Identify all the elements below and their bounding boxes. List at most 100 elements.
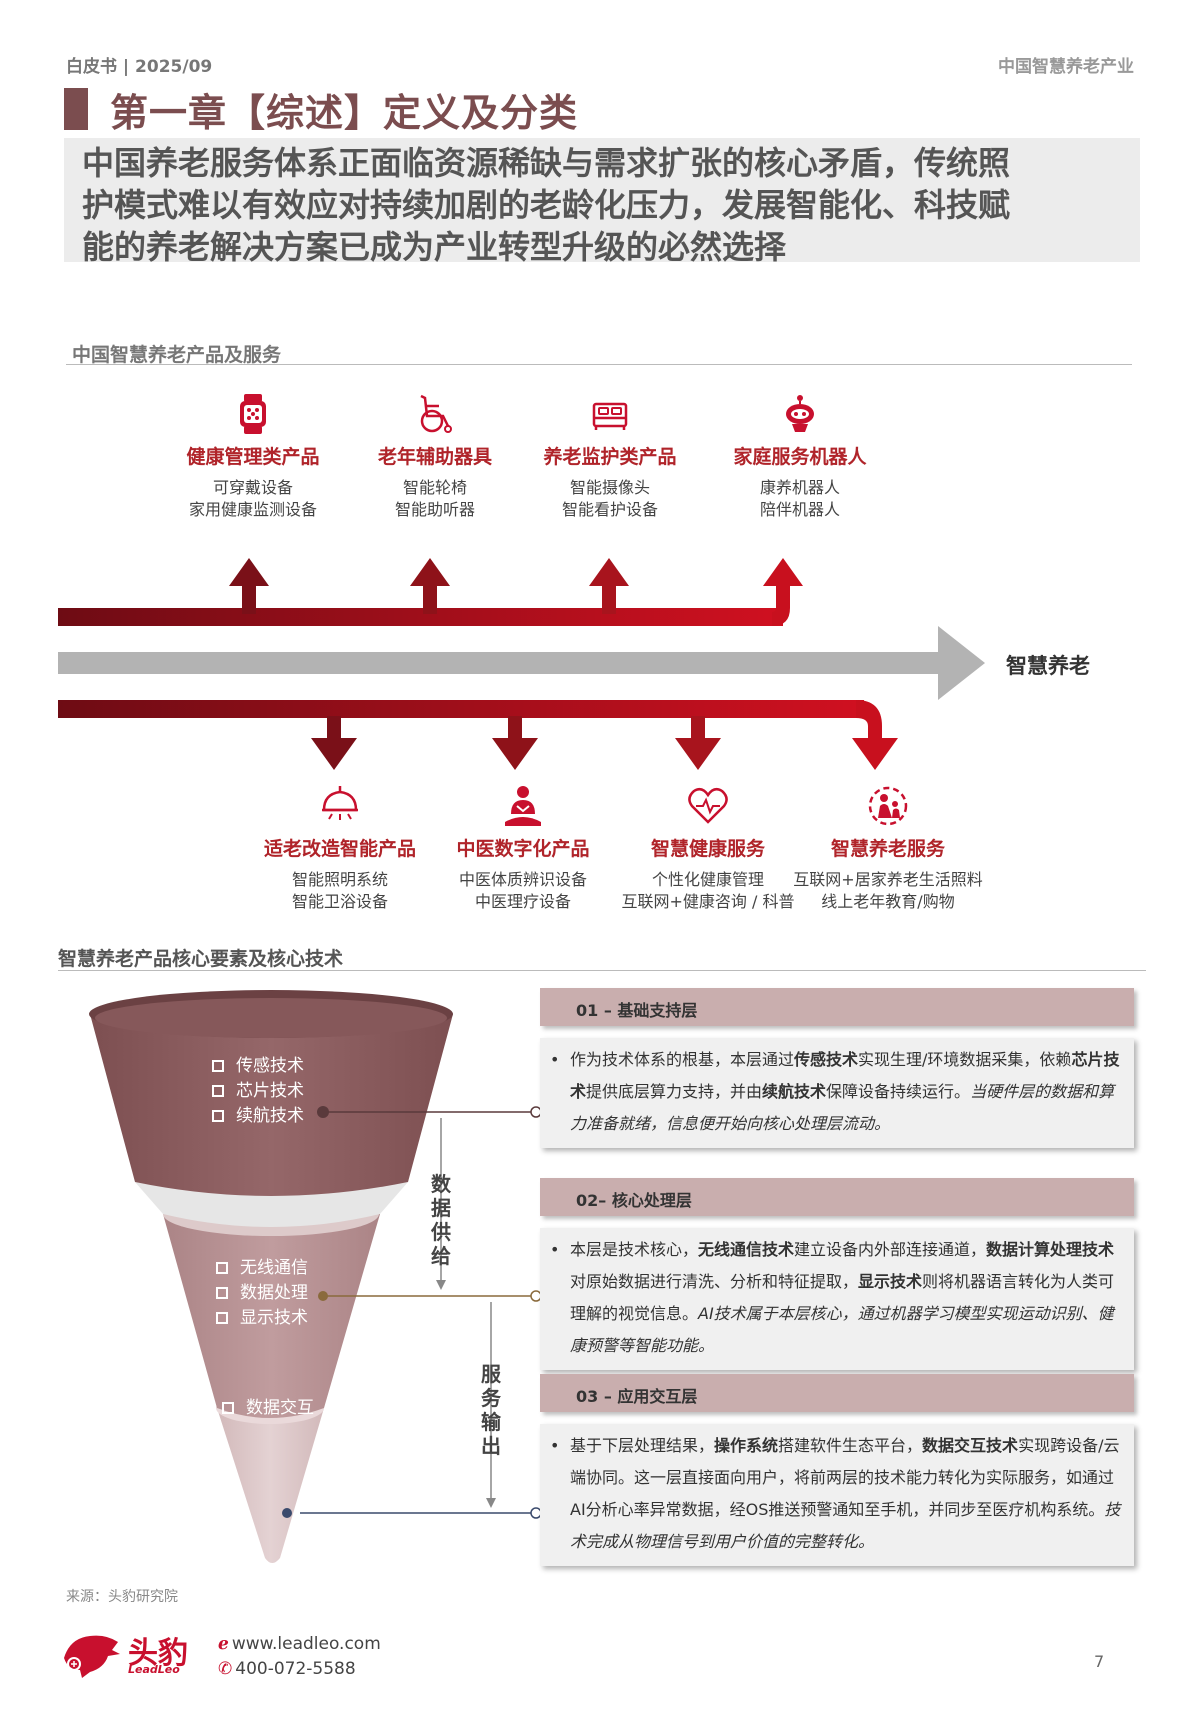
product-item: 智能摄像头 [569, 478, 650, 497]
elderly-care-icon [868, 786, 908, 826]
text-run: 续航技术 [762, 1082, 827, 1101]
funnel-item: 数据交互 [222, 1396, 314, 1421]
checkbox-square-icon [212, 1110, 224, 1122]
layer-body-interaction: • 基于下层处理结果，操作系统搭建软件生态平台，数据交互技术实现跨设备/云端协同。… [540, 1424, 1134, 1566]
text-run: 无线通信技术 [698, 1240, 795, 1259]
header-industry: 中国智慧养老产业 [998, 57, 1134, 77]
text-run: 当硬件层的数据和算力准备就绪，信息便开始向核心处理层流动。 [570, 1082, 1115, 1133]
layer-description: 本层是技术核心，无线通信技术建立设备内外部连接通道，数据计算处理技术对原始数据进… [570, 1234, 1122, 1362]
product-group-robots: 家庭服务机器人 康养机器人 陪伴机器人 [690, 392, 910, 521]
text-run: 实现生理/环境数据采集，依赖 [858, 1050, 1072, 1069]
product-item: 互联网+居家养老生活照料 [793, 870, 983, 889]
bullet-icon: • [550, 1050, 560, 1069]
product-group-aging-retrofit: 适老改造智能产品 智能照明系统 智能卫浴设备 [230, 784, 450, 913]
product-group-health: 健康管理类产品 可穿戴设备 家用健康监测设备 [143, 392, 363, 521]
text-run: 数据交互技术 [922, 1436, 1019, 1455]
bullet-icon: • [550, 1240, 560, 1259]
section-divider [58, 970, 1146, 971]
product-group-title: 智慧养老服务 [830, 838, 945, 860]
gray-center-arrow [58, 626, 985, 700]
product-group-title: 中医数字化产品 [456, 838, 590, 860]
funnel-bottom-list: 数据交互 [222, 1396, 314, 1421]
text-run: 保障设备持续运行。 [826, 1082, 971, 1101]
product-group-title: 养老监护类产品 [543, 446, 677, 468]
text-run: 本层是技术核心， [570, 1240, 699, 1259]
product-group-smart-elderly-service: 智慧养老服务 互联网+居家养老生活照料 线上老年教育/购物 [778, 784, 998, 913]
heart-health-icon [688, 787, 728, 824]
product-group-title: 健康管理类产品 [186, 446, 320, 468]
phone-icon: ✆ [218, 1659, 233, 1679]
section-divider [66, 364, 1132, 365]
section-title-core-tech: 智慧养老产品核心要素及核心技术 [58, 948, 344, 970]
smartwatch-icon [240, 394, 266, 434]
center-label: 智慧养老 [1006, 654, 1090, 678]
funnel-mid-list: 无线通信 数据处理 显示技术 [216, 1256, 308, 1331]
product-group-title: 家庭服务机器人 [733, 446, 867, 468]
layer-head-foundation: 01 – 基础支持层 [540, 988, 1134, 1026]
thesis-line: 护模式难以有效应对持续加剧的老龄化压力，发展智能化、科技赋 [82, 186, 1011, 224]
text-run: 操作系统 [714, 1436, 779, 1455]
product-item: 中医理疗设备 [474, 892, 571, 911]
product-item: 智能照明系统 [291, 870, 388, 889]
product-group-title: 智慧健康服务 [650, 838, 765, 860]
thesis-box: 中国养老服务体系正面临资源稀缺与需求扩张的核心矛盾，传统照 护模式难以有效应对持… [64, 138, 1140, 266]
chapter-title: 第一章【综述】定义及分类 [110, 91, 579, 135]
thesis-line: 中国养老服务体系正面临资源稀缺与需求扩张的核心矛盾，传统照 [82, 144, 1011, 182]
product-item: 智能卫浴设备 [291, 892, 388, 911]
text-run: 技术完成从物理信号到用户价值的完整转化。 [570, 1500, 1121, 1551]
text-run: 提供底层算力支持，并由 [586, 1082, 763, 1101]
robot-icon [786, 395, 814, 432]
product-item: 家用健康监测设备 [188, 500, 317, 519]
label-service-output: 服 务 输 出 [481, 1362, 501, 1458]
flow-arrows-diagram [58, 558, 985, 770]
page-number: 7 [1094, 1652, 1105, 1671]
web-e-icon: ℯ [218, 1634, 229, 1654]
downward-flow-bar [58, 700, 898, 770]
product-group-title: 适老改造智能产品 [263, 838, 416, 860]
bullet-icon: • [550, 1436, 560, 1455]
wheelchair-icon [420, 394, 452, 433]
leopard-logo-icon [64, 1635, 120, 1678]
funnel-item: 数据处理 [216, 1281, 308, 1306]
checkbox-square-icon [212, 1085, 224, 1097]
layer-head-processing: 02– 核心处理层 [540, 1178, 1134, 1216]
text-run: 搭建软件生态平台， [778, 1436, 923, 1455]
tcm-doctor-icon [505, 786, 541, 826]
product-item: 智能助听器 [394, 500, 475, 519]
text-run: AI技术属于本层核心，通过机器学习模型实现运动识别、健康预警等智能功能。 [570, 1304, 1114, 1355]
product-group-monitoring: 养老监护类产品 智能摄像头 智能看护设备 [500, 392, 720, 521]
funnel-layer-foundation [90, 1014, 453, 1196]
product-item: 中医体质辨识设备 [458, 870, 587, 889]
product-item: 个性化健康管理 [651, 870, 764, 889]
funnel-item: 续航技术 [212, 1104, 304, 1129]
text-run: 数据计算处理技术 [986, 1240, 1115, 1259]
layer-head-interaction: 03 – 应用交互层 [540, 1374, 1134, 1412]
text-run: 对原始数据进行清洗、分析和特征提取， [570, 1272, 859, 1291]
layer-description: 基于下层处理结果，操作系统搭建软件生态平台，数据交互技术实现跨设备/云端协同。这… [570, 1430, 1122, 1558]
logo-text-cn: 头豹 [128, 1636, 188, 1671]
phone-number: ✆400-072-5588 [218, 1659, 356, 1679]
text-run: 基于下层处理结果， [570, 1436, 715, 1455]
layer-body-processing: • 本层是技术核心，无线通信技术建立设备内外部连接通道，数据计算处理技术对原始数据… [540, 1228, 1134, 1370]
product-item: 线上老年教育/购物 [821, 892, 955, 911]
funnel-item: 传感技术 [212, 1054, 304, 1079]
checkbox-square-icon [216, 1312, 228, 1324]
funnel-item: 无线通信 [216, 1256, 308, 1281]
product-item: 智能轮椅 [402, 478, 467, 497]
text-run: 传感技术 [794, 1050, 859, 1069]
tech-funnel-diagram [89, 990, 453, 1563]
section-title-products: 中国智慧养老产品及服务 [72, 344, 282, 366]
upward-flow-bar [58, 558, 803, 626]
funnel-item: 显示技术 [216, 1306, 308, 1331]
layer-description: 作为技术体系的根基，本层通过传感技术实现生理/环境数据采集，依赖芯片技术提供底层… [570, 1044, 1122, 1140]
text-run: 实现跨设备/云端协同。这一层直接面向用户，将前两层的技术能力转化为实际服务，如通… [570, 1436, 1120, 1519]
logo-text-en: LeadLeo [128, 1663, 180, 1676]
product-item: 智能看护设备 [561, 500, 658, 519]
funnel-item: 芯片技术 [212, 1079, 304, 1104]
checkbox-square-icon [222, 1402, 234, 1414]
text-run: 显示技术 [858, 1272, 923, 1291]
product-group-title: 老年辅助器具 [377, 446, 492, 468]
checkbox-square-icon [216, 1262, 228, 1274]
layer-body-foundation: • 作为技术体系的根基，本层通过传感技术实现生理/环境数据采集，依赖芯片技术提供底… [540, 1038, 1134, 1148]
